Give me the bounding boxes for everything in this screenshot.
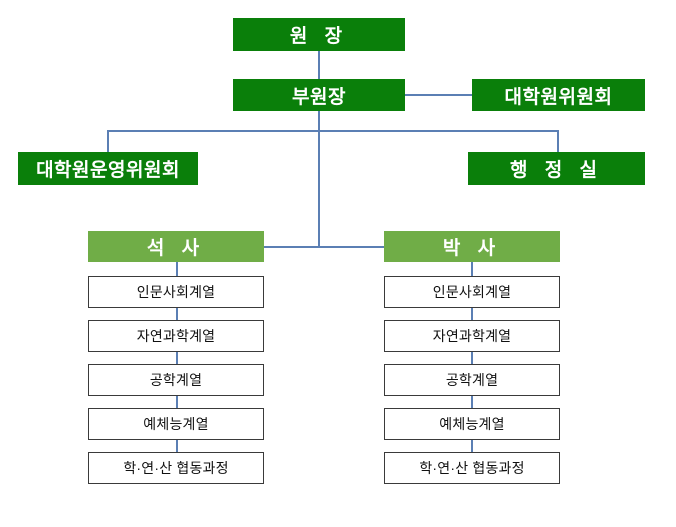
node-director[interactable]: 원 장 bbox=[233, 18, 405, 51]
connector-vice-trunk bbox=[318, 110, 320, 248]
connector-doctorate-spine-3 bbox=[471, 395, 473, 409]
node-doctorate[interactable]: 박 사 bbox=[384, 231, 560, 262]
connector-doctorate-spine-0 bbox=[471, 262, 473, 277]
node-doctorate-program-3[interactable]: 예체능계열 bbox=[384, 408, 560, 440]
node-masters[interactable]: 석 사 bbox=[88, 231, 264, 262]
connector-doctorate-spine-2 bbox=[471, 351, 473, 365]
node-vice-director[interactable]: 부원장 bbox=[233, 79, 405, 111]
node-masters-program-1[interactable]: 자연과학계열 bbox=[88, 320, 264, 352]
connector-branch-right-drop bbox=[557, 130, 559, 153]
connector-trunk-to-masters bbox=[264, 246, 320, 248]
node-masters-program-0[interactable]: 인문사회계열 bbox=[88, 276, 264, 308]
connector-masters-spine-4 bbox=[176, 439, 178, 453]
connector-masters-spine-1 bbox=[176, 307, 178, 321]
node-doctorate-program-1[interactable]: 자연과학계열 bbox=[384, 320, 560, 352]
node-doctorate-program-2[interactable]: 공학계열 bbox=[384, 364, 560, 396]
connector-masters-spine-2 bbox=[176, 351, 178, 365]
connector-vice-to-graduate-committee bbox=[405, 94, 473, 96]
connector-branch-left-drop bbox=[107, 130, 109, 153]
node-masters-program-4[interactable]: 학·연·산 협동과정 bbox=[88, 452, 264, 484]
node-doctorate-program-4[interactable]: 학·연·산 협동과정 bbox=[384, 452, 560, 484]
connector-director-to-vice bbox=[318, 50, 320, 80]
node-masters-program-3[interactable]: 예체능계열 bbox=[88, 408, 264, 440]
node-graduate-operating-committee[interactable]: 대학원운영위원회 bbox=[18, 152, 198, 185]
node-masters-program-2[interactable]: 공학계열 bbox=[88, 364, 264, 396]
node-doctorate-program-0[interactable]: 인문사회계열 bbox=[384, 276, 560, 308]
node-graduate-committee[interactable]: 대학원위원회 bbox=[472, 79, 645, 111]
connector-branch-bar bbox=[107, 130, 559, 132]
connector-masters-spine-3 bbox=[176, 395, 178, 409]
connector-doctorate-spine-4 bbox=[471, 439, 473, 453]
node-administration-office[interactable]: 행 정 실 bbox=[468, 152, 645, 185]
connector-trunk-to-doctorate bbox=[318, 246, 384, 248]
connector-masters-spine-0 bbox=[176, 262, 178, 277]
connector-doctorate-spine-1 bbox=[471, 307, 473, 321]
